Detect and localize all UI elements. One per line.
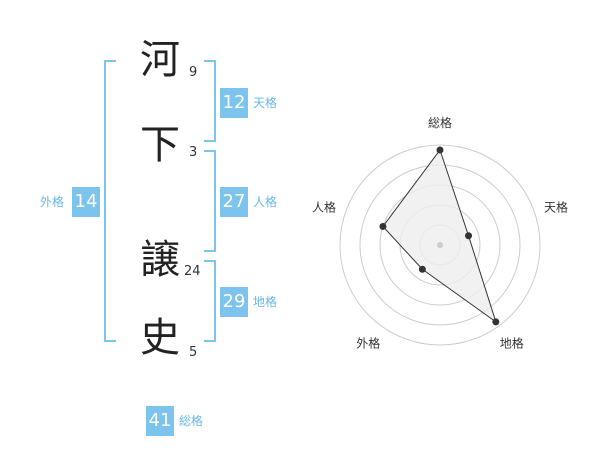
tenkaku-score: 12 <box>220 88 248 118</box>
radar-point-1 <box>436 146 444 154</box>
radar-axis-label-2: 天格 <box>544 199 568 214</box>
stroke-count-4: 5 <box>189 345 198 360</box>
chikaku-label: 地格 <box>253 295 278 309</box>
radar-axis-label-3: 地格 <box>500 336 524 351</box>
radar-axis-label-5: 人格 <box>312 199 336 214</box>
radar-data-polygon <box>382 148 497 324</box>
soukaku-label: 総格 <box>179 414 204 428</box>
radar-point-4 <box>418 265 426 273</box>
radar-axis-label-1: 総格 <box>428 115 452 130</box>
jinkaku-bracket <box>204 150 216 252</box>
tenkaku-label: 天格 <box>253 96 278 110</box>
jinkaku-score: 27 <box>220 187 248 217</box>
radar-point-5 <box>379 222 387 230</box>
tenkaku-bracket <box>204 60 216 142</box>
gaikaku-bracket <box>104 60 116 342</box>
radar-grid-ring-5 <box>339 144 541 346</box>
radar-axis-label-4: 外格 <box>356 336 380 351</box>
chikaku-bracket <box>204 260 216 342</box>
jinkaku-label: 人格 <box>253 195 278 209</box>
chikaku-score: 29 <box>220 287 248 317</box>
name-char-2: 下 <box>140 122 180 168</box>
radar-point-3 <box>492 318 500 326</box>
stroke-count-1: 9 <box>189 65 198 80</box>
gaikaku-label: 外格 <box>40 195 65 209</box>
name-char-1: 河 <box>140 37 180 83</box>
radar-center-dot <box>437 242 443 248</box>
stroke-count-3: 24 <box>184 264 201 279</box>
name-char-4: 史 <box>140 315 180 361</box>
radar-point-2 <box>465 232 473 240</box>
soukaku-score: 41 <box>146 406 174 436</box>
gaikaku-score: 14 <box>72 187 100 217</box>
name-char-3: 譲 <box>140 237 180 283</box>
stroke-count-2: 3 <box>189 145 198 160</box>
